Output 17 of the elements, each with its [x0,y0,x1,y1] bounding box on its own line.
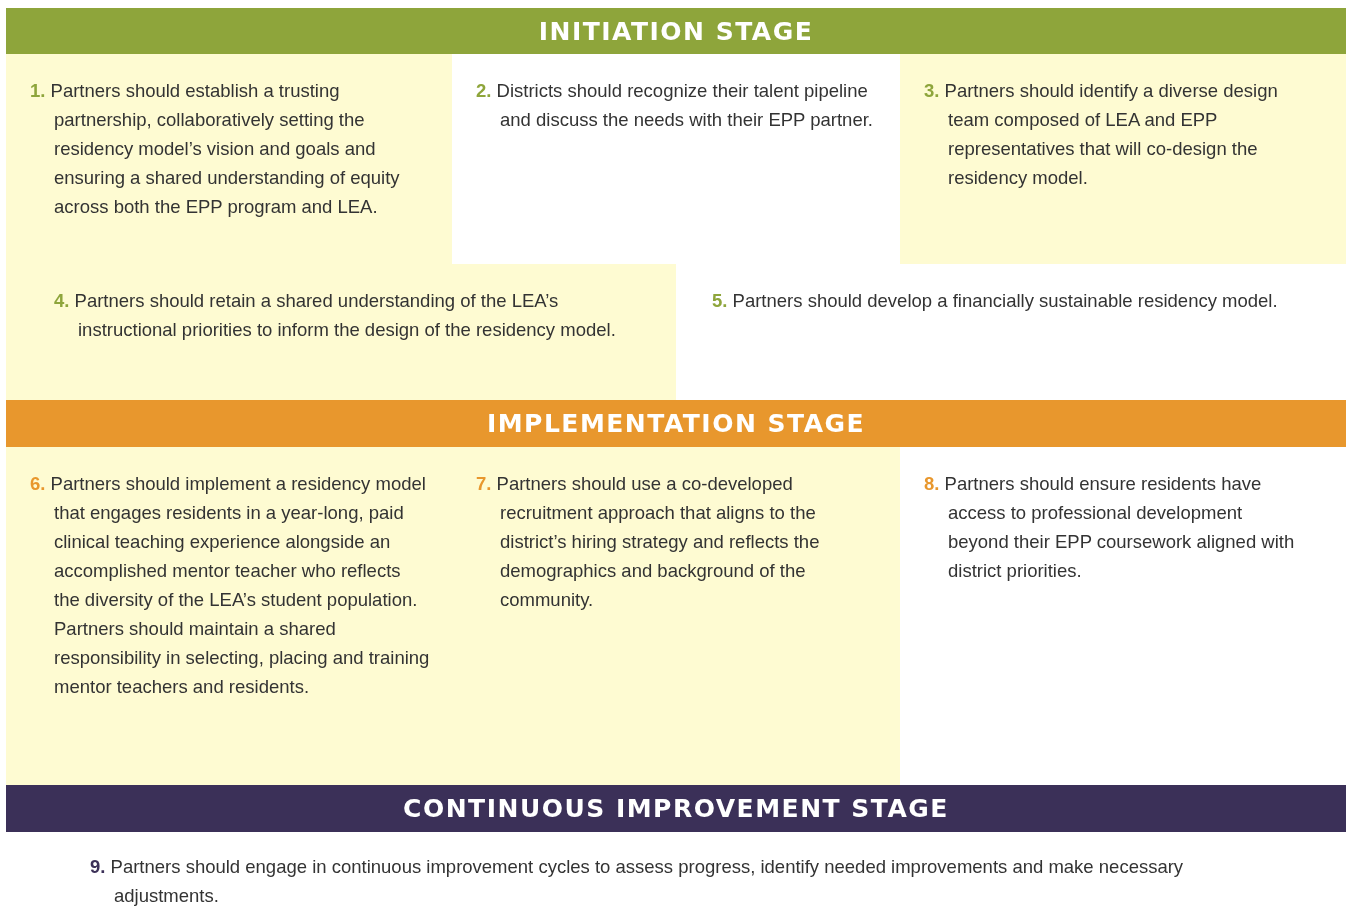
recommendation-text: 5. Partners should develop a financially sustainable residency model. [712,289,1279,313]
recommendation-panel [6,264,676,400]
recommendation-text: 6. Partners should implement a residency model that engages residents in a year-long, paid clinical teaching experience alongside an accomplished mentor teacher who reflects the diversity of the LEA’s student population. Partners should maintain a shared responsibility in selecting, placing and training mentor teachers and residents. [30,472,430,699]
recommendation-text: 1. Partners should establish a trusting partnership, collaboratively setting the residency model’s vision and goals and ensuring a shared understanding of equity across both the EPP program and LEA. [30,79,401,219]
recommendation-panel [6,447,452,785]
recommendation-text: 9. Partners should engage in continuous improvement cycles to assess progress, identify needed improvements and make necessary adjustments. [90,855,1185,908]
recommendation-text: 7. Partners should use a co-developed recruitment approach that aligns to the district’s hiring strategy and reflects the demographics and background of the community. [476,472,821,612]
recommendation-panel [452,447,900,785]
stage-header-band: CONTINUOUS IMPROVEMENT STAGE [6,785,1346,832]
recommendation-panel [6,54,452,264]
stage-header-band: INITIATION STAGE [6,8,1346,54]
stage-header-band: IMPLEMENTATION STAGE [6,400,1346,447]
recommendation-text: 2. Districts should recognize their talent pipeline and discuss the needs with their EPP partner. [476,79,874,132]
recommendation-panel [900,54,1346,264]
recommendation-text: 8. Partners should ensure residents have access to professional development beyond their EPP coursework aligned with district priorities. [924,472,1296,583]
recommendation-text: 3. Partners should identify a diverse design team composed of LEA and EPP representatives that will co-design the residency model. [924,79,1279,190]
recommendation-text: 4. Partners should retain a shared understanding of the LEA’s instructional priorities to inform the design of the residency model. [54,289,617,342]
